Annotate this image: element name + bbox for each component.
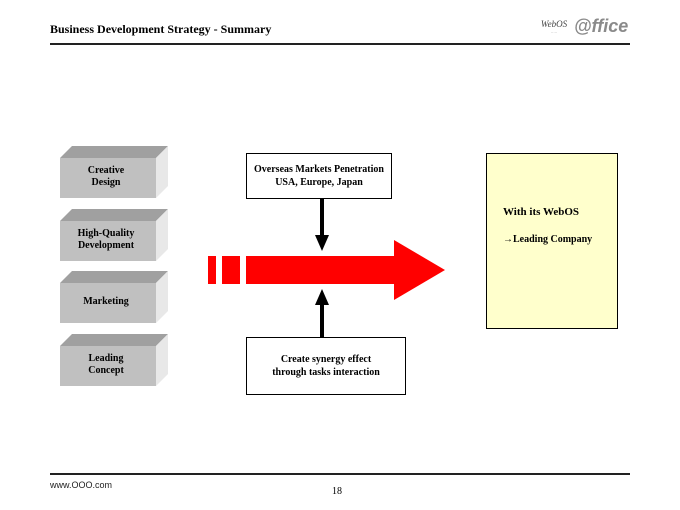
box3d-shape <box>60 209 168 261</box>
webos-logo: WebOS ····· <box>538 18 570 38</box>
box3d-shape <box>60 146 168 198</box>
down-arrow-icon <box>315 198 329 251</box>
pillar-line2: Concept <box>88 365 124 376</box>
office-logo: @ffice <box>574 16 629 36</box>
footer-divider <box>50 473 630 475</box>
flow-arrows <box>208 198 445 337</box>
result-box: With its WebOS →Leading Company <box>486 153 618 329</box>
box3d-shape <box>60 271 168 323</box>
footer-url: www.OOO.com <box>50 480 113 490</box>
pillar-marketing: Marketing <box>58 271 168 323</box>
webos-logo-text: WebOS <box>540 19 568 29</box>
pillar-line2: Design <box>91 177 121 188</box>
box-line1: Create synergy effect <box>280 354 372 365</box>
box-line1: Overseas Markets Penetration <box>254 164 384 175</box>
page-number: 18 <box>332 486 342 497</box>
overseas-markets-box: Overseas Markets Penetration USA, Europe… <box>246 153 392 199</box>
up-arrow-icon <box>315 289 329 337</box>
webos-logo-tagline: ····· <box>550 30 558 35</box>
box3d-shape <box>60 334 168 386</box>
pillar-line1: High-Quality <box>77 228 135 239</box>
header-divider <box>50 43 630 45</box>
result-subtitle: →Leading Company <box>503 234 593 245</box>
red-arrow-icon <box>208 240 445 300</box>
synergy-effect-box: Create synergy effect through tasks inte… <box>246 337 406 395</box>
pillar-line1: Leading <box>88 353 124 364</box>
pillar-line1: Marketing <box>83 296 129 307</box>
pillar-line1: Creative <box>87 165 125 176</box>
slide-title: Business Development Strategy - Summary <box>50 22 272 36</box>
result-title: With its WebOS <box>503 206 580 218</box>
pillar-label: Marketing <box>60 283 152 321</box>
box-line2: USA, Europe, Japan <box>275 177 363 188</box>
pillar-line2: Development <box>77 240 135 251</box>
box-line2: through tasks interaction <box>272 367 380 378</box>
